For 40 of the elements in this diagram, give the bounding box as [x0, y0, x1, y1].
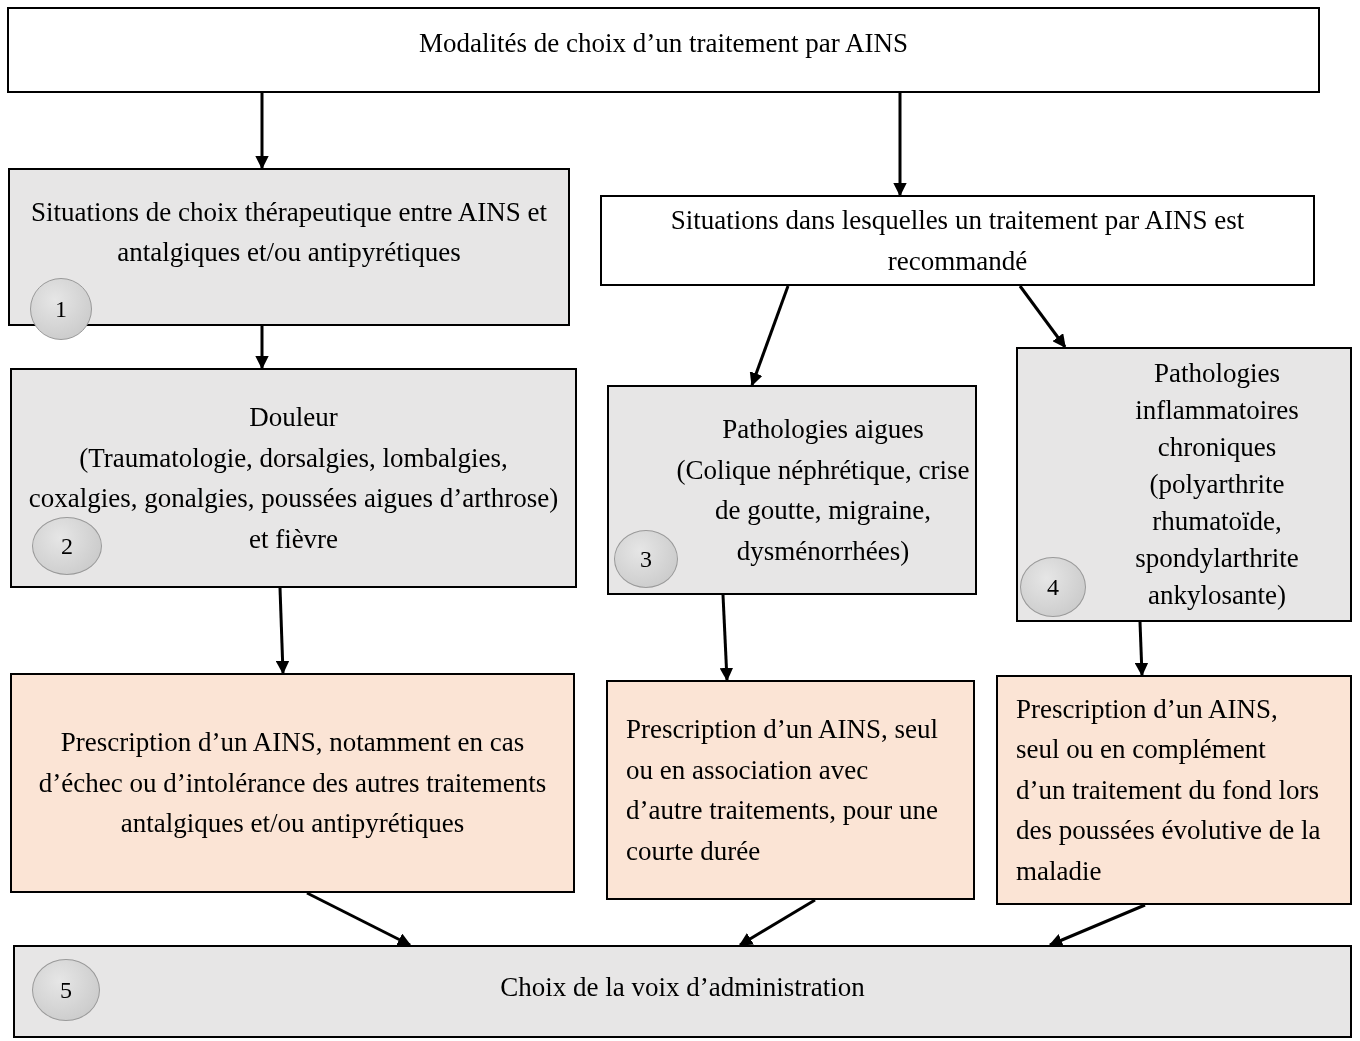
arrow — [738, 898, 816, 947]
arrow — [275, 587, 290, 675]
step-number-text: 5 — [60, 978, 72, 1002]
step-number-text: 1 — [55, 297, 67, 321]
process-box — [606, 680, 975, 900]
arrow — [893, 93, 907, 197]
step-number-text: 3 — [640, 547, 652, 571]
box-text: Douleur — [249, 401, 338, 434]
box-text: Choix de la voix d’administration — [500, 971, 865, 1005]
box-text: Modalités de choix d’un traitement par AINS — [419, 26, 908, 60]
box-text: Prescription d’un AINS, notamment en cas d’échec ou d’intolérance des autres traitements antalgiques et/ou antipyrétiques — [37, 726, 548, 841]
box-text: Pathologies aigues — [722, 413, 924, 446]
arrow — [749, 285, 790, 387]
arrow — [255, 326, 269, 370]
arrow — [1018, 285, 1067, 349]
box-text: et fièvre — [248, 522, 339, 556]
process-box — [600, 195, 1315, 286]
box-text: (Traumatologie, dorsalgies, lombalgies, coxalgies, gonalgies, poussées aigues d’arthrose) — [27, 441, 560, 515]
box-text: (polyarthrite rhumatoïde, spondylarthrite ankylosante) — [1134, 468, 1300, 612]
arrow — [1048, 903, 1146, 947]
process-box — [8, 168, 570, 326]
process-box — [13, 945, 1352, 1038]
arrow — [255, 93, 269, 170]
arrow — [1134, 621, 1149, 677]
box-text: Prescription d’un AINS, seul ou en association avec d’autre traitements, pour une courte durée — [626, 713, 939, 868]
process-box — [10, 368, 577, 588]
process-box — [1016, 347, 1352, 622]
title-box — [7, 7, 1320, 93]
process-box — [10, 673, 575, 893]
process-box — [996, 675, 1352, 905]
box-text: Pathologies inflammatoires chroniques — [1134, 357, 1300, 464]
step-number-text: 2 — [61, 534, 73, 558]
box-text: Prescription d’un AINS, seul ou en complément d’un traitement du fond lors des poussées évolutive de la maladie — [1016, 692, 1321, 888]
arrow — [719, 594, 734, 682]
box-text: Situations de choix thérapeutique entre AINS et antalgiques et/ou antipyrétiques — [30, 195, 548, 269]
box-text: Situations dans lesquelles un traitement par AINS est recommandé — [669, 204, 1246, 278]
box-text: (Colique néphrétique, crise de goutte, migraine, dysménorrhées) — [675, 453, 971, 568]
process-box — [607, 385, 977, 595]
arrow — [306, 891, 412, 947]
step-number-text: 4 — [1047, 575, 1059, 599]
